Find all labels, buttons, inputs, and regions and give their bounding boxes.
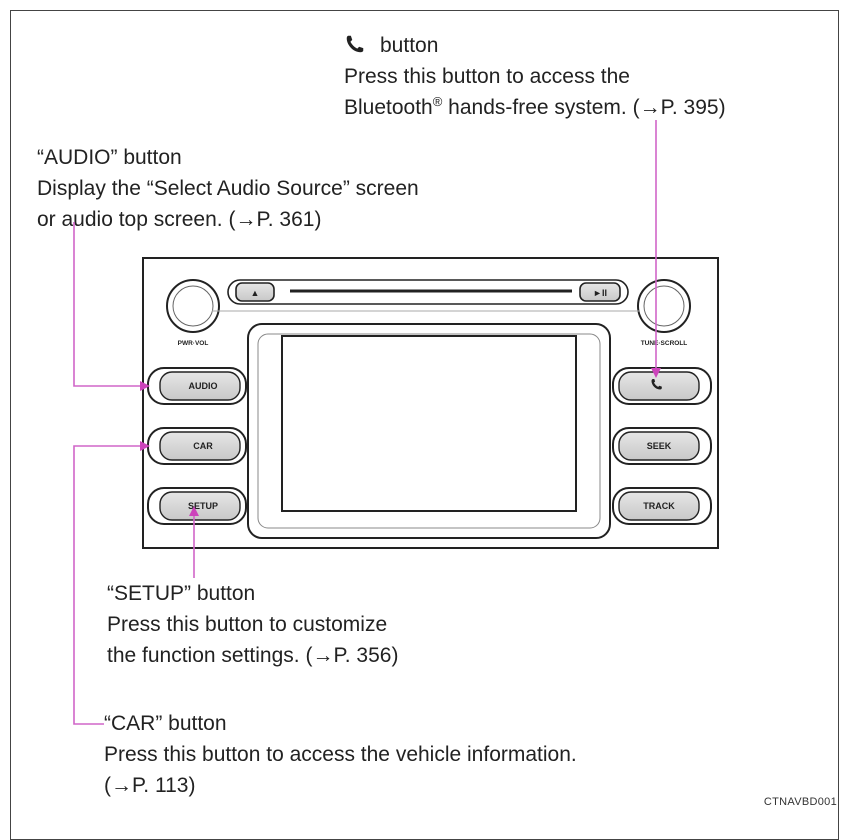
seek-button[interactable]: SEEK (612, 427, 712, 465)
audio-button[interactable]: AUDIO (147, 367, 247, 405)
callout-audio-line2: or audio top screen. (→P. 361) (37, 208, 322, 231)
callout-audio-title: “AUDIO” button (37, 146, 182, 169)
cd-slot (212, 279, 640, 312)
screen-bezel-inner (257, 333, 601, 529)
knob-left-label: PWR·VOL (178, 340, 209, 347)
display-screen (281, 335, 577, 512)
leader-lines (73, 120, 657, 725)
callout-phone: button Press this button to access the B… (344, 30, 726, 123)
leader-car (73, 445, 142, 725)
callout-setup-line1: Press this button to customize (107, 613, 388, 636)
callout-setup: “SETUP” button Press this button to cust… (107, 578, 398, 671)
callout-audio: “AUDIO” button Display the “Select Audio… (37, 142, 419, 235)
car-button-label: CAR (193, 441, 213, 451)
car-button[interactable]: CAR (147, 427, 247, 465)
callout-car: “CAR” button Press this button to access… (104, 708, 577, 801)
callout-phone-line2-post: hands-free system. (→P. 395) (442, 96, 726, 119)
tune-scroll-knob[interactable] (637, 279, 691, 333)
arrow-car (140, 441, 150, 451)
figure-code: CTNAVBD001 (763, 796, 837, 808)
callout-audio-line1: Display the “Select Audio Source” screen (37, 177, 419, 200)
arrow-setup (189, 506, 199, 516)
phone-button[interactable] (612, 367, 712, 405)
track-button-label: TRACK (643, 501, 675, 511)
head-unit-diagram: PWR·VOL TUNE·SCROLL ▲ ►II AUDIO CAR SETU… (73, 120, 719, 725)
leader-arrowheads (140, 368, 661, 516)
arrow-phone (651, 368, 661, 378)
setup-button[interactable]: SETUP (147, 487, 247, 525)
power-volume-knob[interactable] (166, 279, 220, 333)
track-button[interactable]: TRACK (612, 487, 712, 525)
callout-setup-title: “SETUP” button (107, 582, 256, 605)
callout-car-title: “CAR” button (104, 712, 227, 735)
leader-audio (73, 222, 142, 387)
eject-icon: ▲ (251, 288, 260, 298)
callout-phone-line2: Bluetooth® hands-free system. (→P. 395) (344, 92, 726, 123)
play-pause-icon: ►II (593, 288, 607, 298)
callout-setup-line2: the function settings. (→P. 356) (107, 644, 399, 667)
callout-car-line2: (→P. 113) (104, 774, 196, 797)
arrow-audio (140, 381, 150, 391)
knob-right-label: TUNE·SCROLL (641, 340, 688, 347)
seek-button-label: SEEK (647, 441, 672, 451)
callout-car-line1: Press this button to access the vehicle … (104, 743, 577, 766)
phone-button-icon (651, 379, 662, 390)
audio-button-label: AUDIO (189, 381, 218, 391)
callout-phone-title: button (380, 34, 439, 57)
callout-phone-line1: Press this button to access the (344, 65, 630, 88)
eject-button[interactable]: ▲ (235, 282, 275, 302)
setup-button-label: SETUP (188, 501, 218, 511)
phone-icon (346, 35, 364, 53)
play-pause-button[interactable]: ►II (579, 282, 621, 302)
callout-phone-line2-pre: Bluetooth (344, 96, 433, 119)
registered-mark: ® (432, 94, 443, 109)
